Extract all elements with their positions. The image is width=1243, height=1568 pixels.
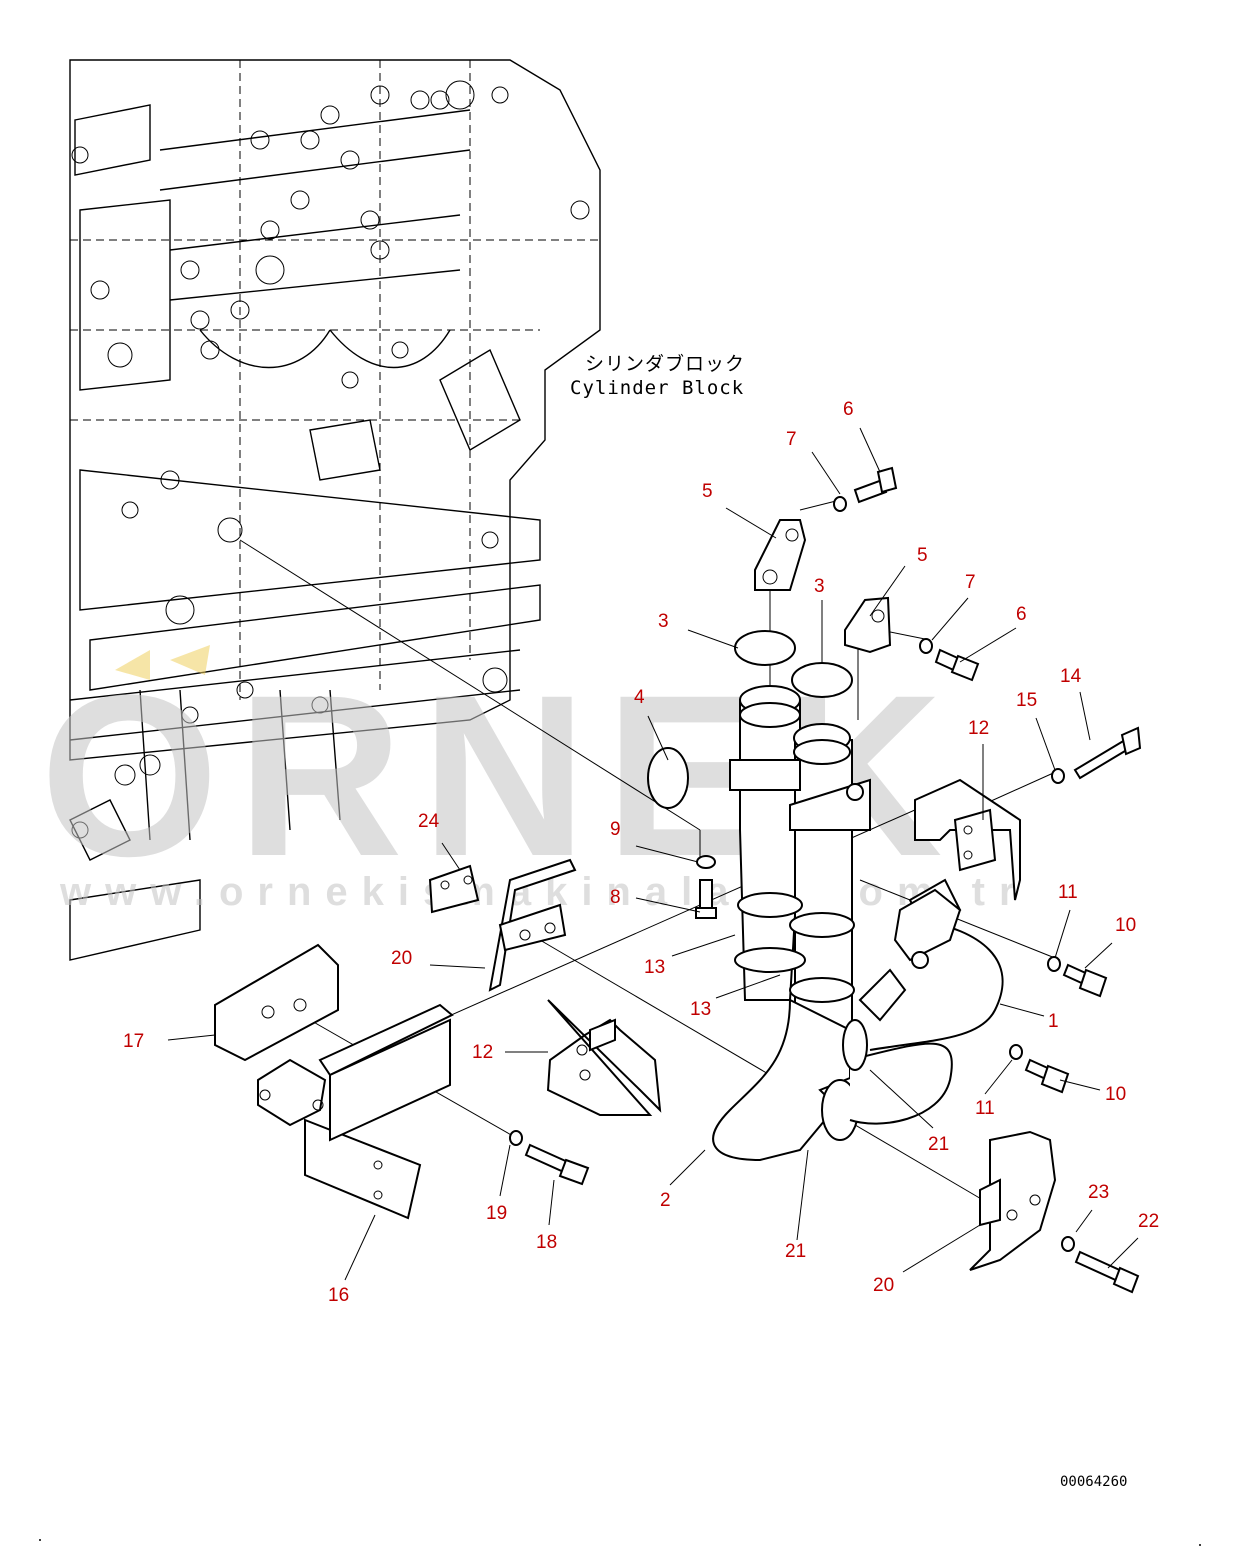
callout-9: 9: [610, 819, 621, 840]
bolt-18: [524, 1143, 590, 1186]
callout-13b: 13: [690, 999, 711, 1020]
callout-6b: 6: [1016, 604, 1027, 625]
callout-17: 17: [123, 1031, 144, 1052]
spacer-24: [428, 864, 480, 914]
callout-18: 18: [536, 1232, 557, 1253]
callout-5b: 5: [917, 545, 928, 566]
gasket: [647, 747, 689, 809]
callout-15: 15: [1016, 690, 1037, 711]
cylinder-block-drawing: [69, 59, 601, 961]
callout-20a: 20: [391, 948, 412, 969]
callout-21b: 21: [785, 1241, 806, 1262]
water-pipe-assembly: [712, 685, 1004, 1162]
callout-6a: 6: [843, 399, 854, 420]
washer-11-upper: [1047, 956, 1061, 972]
corner-marks: [39, 1539, 1201, 1546]
callout-20b: 20: [873, 1275, 894, 1296]
washer-23: [1061, 1236, 1075, 1252]
callout-14: 14: [1060, 666, 1082, 687]
block-label-jp: シリンダブロック: [585, 352, 745, 375]
callout-23: 23: [1088, 1182, 1109, 1203]
callout-10a: 10: [1115, 915, 1136, 936]
callout-21a: 21: [928, 1134, 949, 1155]
bolt-right: [934, 648, 980, 682]
block-label-en: Cylinder Block: [570, 377, 744, 399]
clamp-20-left: [488, 858, 577, 992]
block-17: [214, 943, 339, 1062]
clamp-bracket-right: [844, 596, 892, 654]
bolt-8: [695, 879, 717, 919]
callout-4: 4: [634, 687, 645, 708]
bolt-upper: [853, 466, 898, 504]
bolt-10-lower: [1024, 1058, 1070, 1094]
bolt-22: [1074, 1250, 1140, 1294]
clamp-bracket-upper: [754, 519, 807, 591]
bracket-16: [304, 1118, 422, 1220]
washer-15: [1051, 768, 1065, 784]
callout-7a: 7: [786, 429, 797, 450]
clamp-20-right: [969, 1130, 1057, 1271]
callout-11a: 11: [1058, 882, 1078, 903]
o-ring-right: [791, 662, 853, 698]
clamp-12-lower: [546, 999, 662, 1116]
callout-leaders: [167, 427, 1139, 1281]
bracket-12-upper: [914, 778, 1021, 901]
callout-13a: 13: [644, 957, 665, 978]
callout-7b: 7: [965, 572, 976, 593]
callout-16: 16: [328, 1285, 349, 1306]
callout-8: 8: [610, 887, 621, 908]
callout-numbers: 1 2 3 3 4 5 5 6 6 7 7 8 9 10 10 11 11 12…: [123, 399, 1159, 1306]
callout-22: 22: [1138, 1211, 1159, 1232]
callout-24: 24: [418, 811, 440, 832]
callout-10b: 10: [1105, 1084, 1126, 1105]
callout-12a: 12: [968, 718, 989, 739]
drawing-code: 00064260: [1060, 1474, 1127, 1490]
o-ring-left: [734, 630, 796, 666]
callout-12b: 12: [472, 1042, 493, 1063]
bolt-10-upper: [1062, 963, 1108, 998]
parts: [214, 466, 1142, 1294]
callout-11b: 11: [975, 1098, 995, 1119]
washer-11-lower: [1009, 1044, 1023, 1060]
callout-2: 2: [660, 1190, 671, 1211]
washer-19: [509, 1130, 523, 1146]
bolt-14: [1073, 726, 1142, 780]
callout-5a: 5: [702, 481, 713, 502]
callout-19: 19: [486, 1203, 507, 1224]
washer-9: [696, 855, 716, 869]
callout-3b: 3: [814, 576, 825, 597]
callout-1: 1: [1048, 1011, 1059, 1032]
callout-3a: 3: [658, 611, 669, 632]
